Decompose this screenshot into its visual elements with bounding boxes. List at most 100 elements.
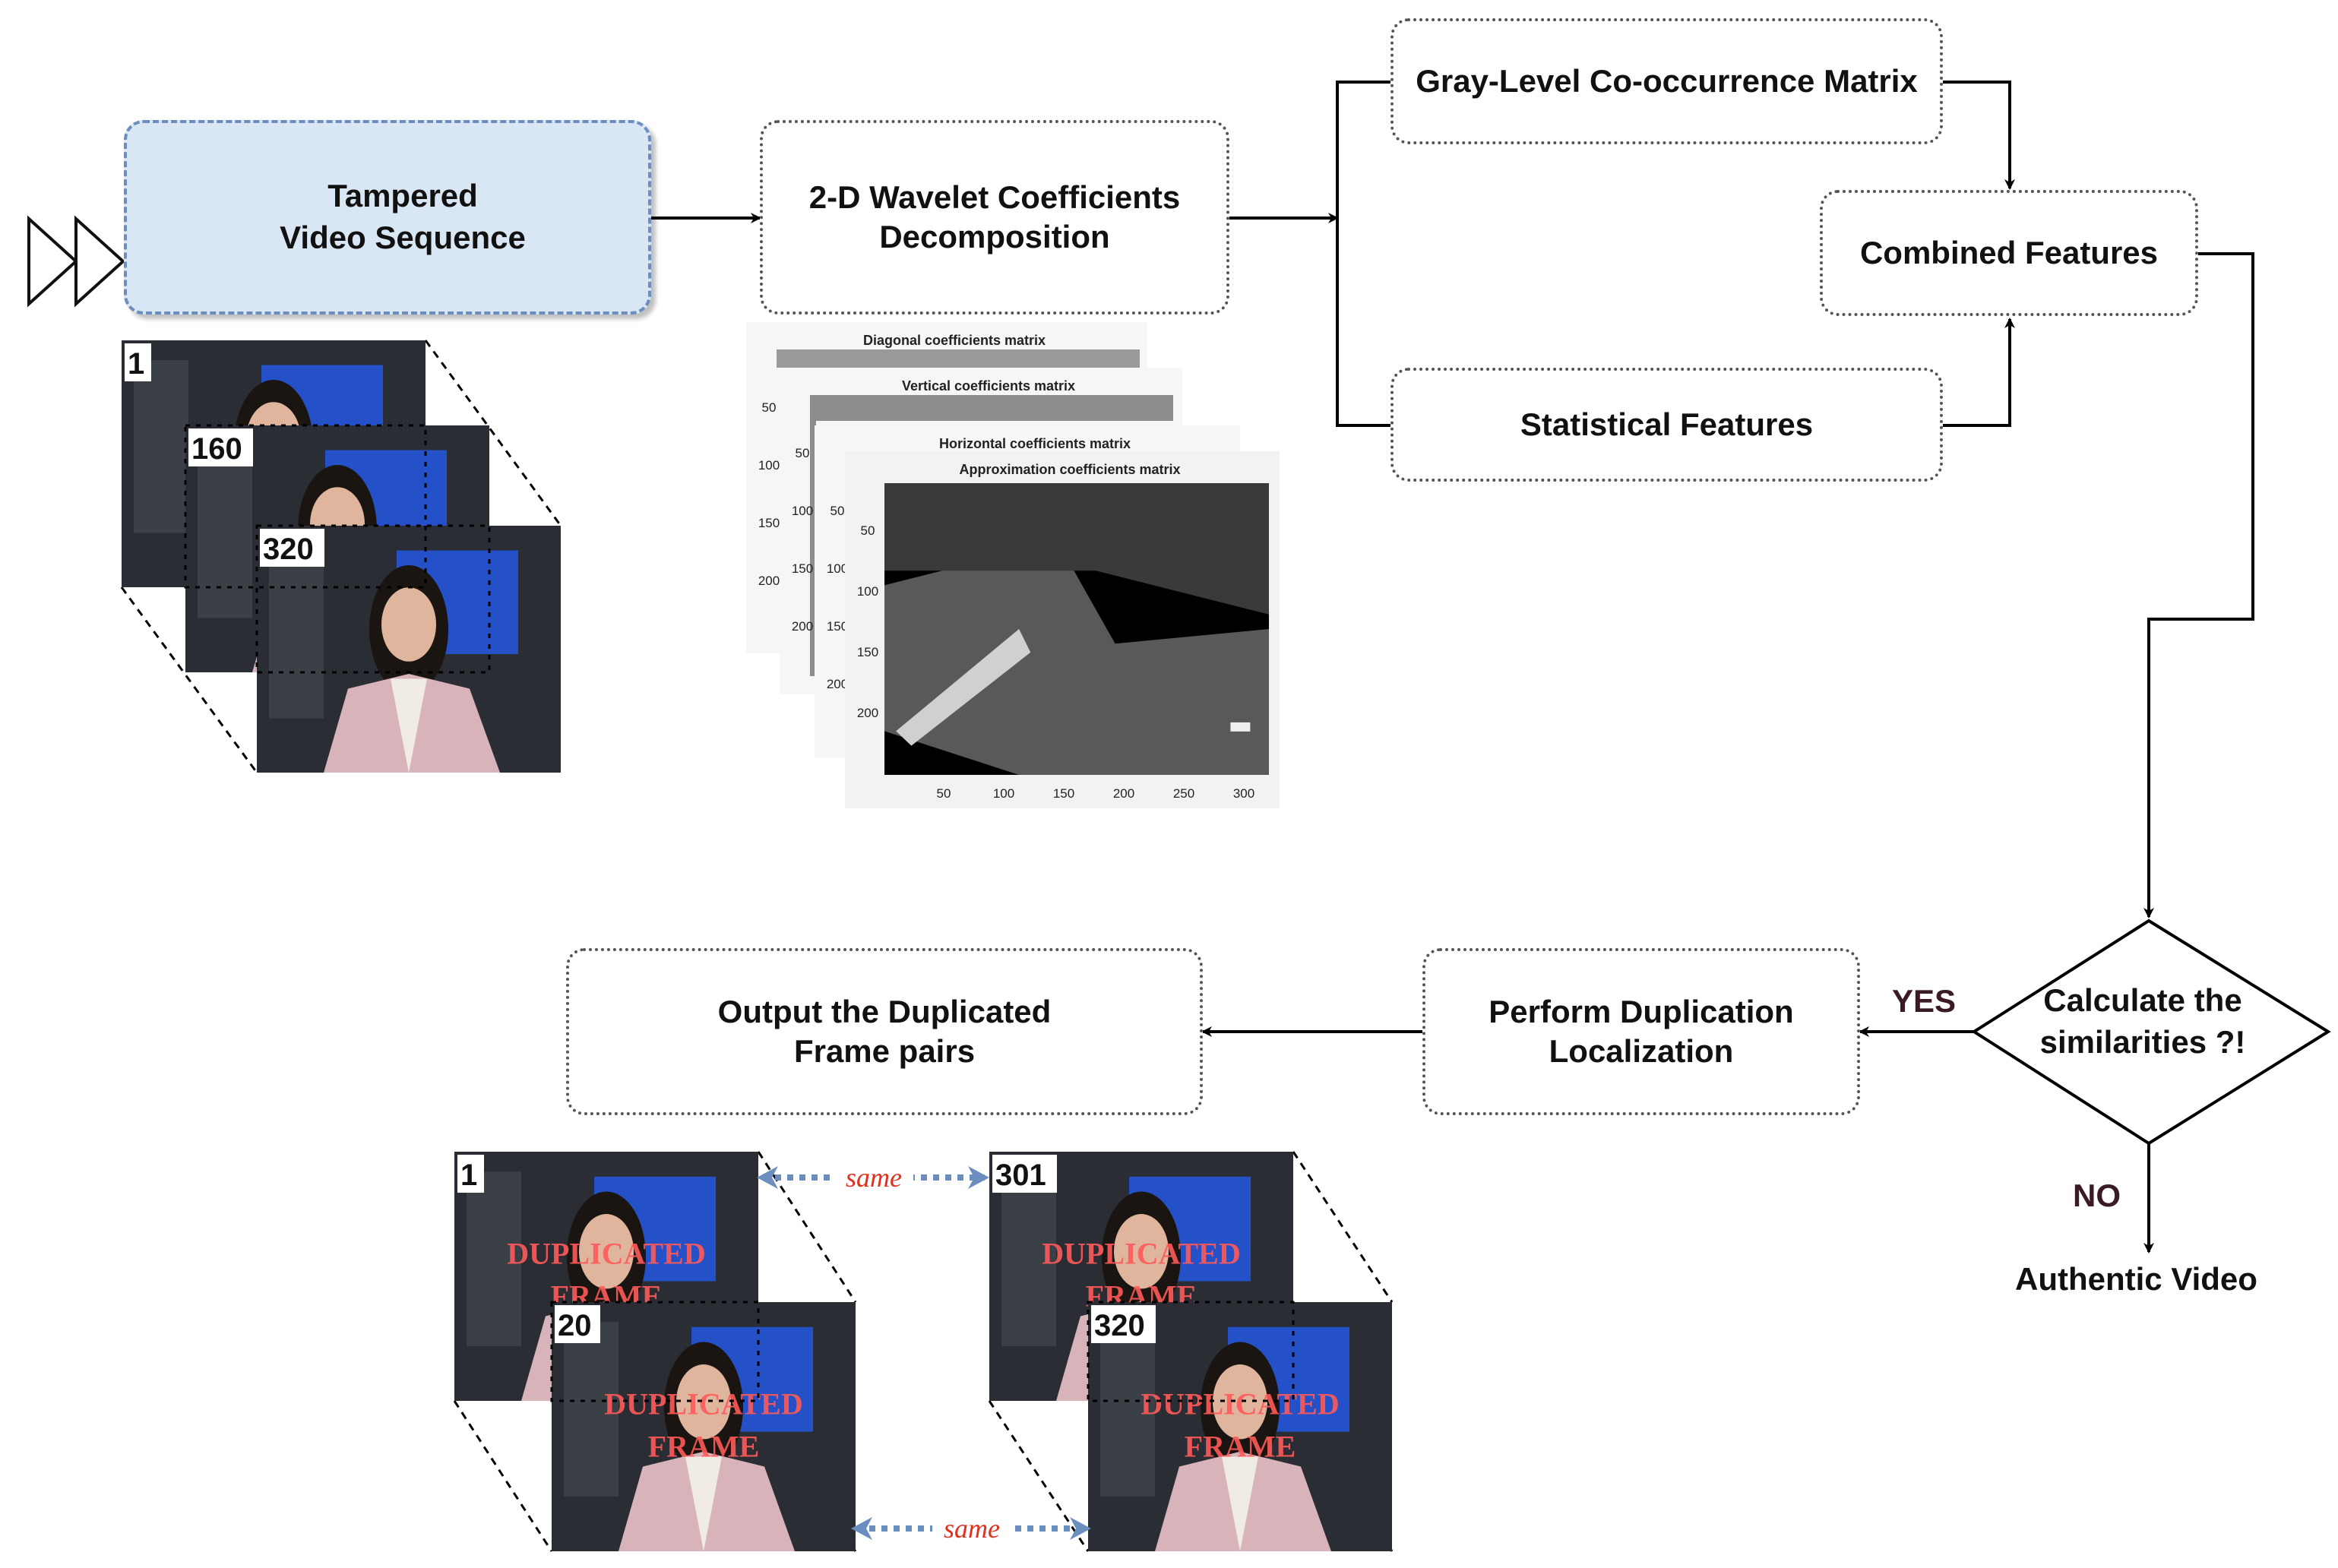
- same-label-bg: [932, 1509, 1011, 1544]
- approx-x-tick: 250: [1173, 786, 1194, 801]
- panel-y-tick: 200: [827, 677, 848, 691]
- statistical-label: Statistical Features: [1520, 406, 1814, 442]
- vert-matrix-edge: [810, 395, 816, 676]
- combined-label: Combined Features: [1859, 234, 2159, 270]
- panel-y-tick: 100: [792, 504, 813, 518]
- approx-region-mid: [884, 541, 1269, 775]
- stack-outline: [255, 524, 491, 674]
- frame-number-tag: [457, 1155, 484, 1193]
- wavelet-node: 2-D Wavelet Coefficients Decomposition: [760, 120, 1229, 315]
- edge-combined-similarity: [2143, 252, 2254, 918]
- studio-panel: [269, 545, 324, 719]
- approx-x-tick: 300: [1233, 786, 1254, 801]
- panel-y-tick: 150: [792, 561, 813, 576]
- input-frame-320: 320: [257, 526, 561, 773]
- vert-matrix-strip: [810, 395, 1173, 421]
- wavelet-label: 2-D Wavelet Coefficients Decomposition: [808, 179, 1181, 255]
- panel-title: Diagonal coefficients matrix: [863, 333, 1046, 348]
- localization-node: Perform Duplication Localization: [1422, 948, 1860, 1115]
- edge-split-glcm: [1336, 81, 1390, 218]
- stack-edge-bottom: [453, 1400, 553, 1552]
- yes-label: YES: [1892, 983, 1957, 1019]
- frame-number: 320: [263, 533, 314, 566]
- blouse: [1222, 1456, 1258, 1551]
- duplicated-overlay-line1: DUPLICATED: [604, 1387, 803, 1421]
- localization-label: Perform Duplication Localization: [1489, 993, 1794, 1070]
- frame-number: 1: [128, 347, 144, 381]
- blouse: [685, 1456, 722, 1551]
- tampered-video-node: Tampered Video Sequence: [124, 120, 651, 315]
- double-chevron-icon: [27, 215, 125, 308]
- panel-y-tick: 50: [830, 504, 845, 518]
- duplicated-overlay-line1: DUPLICATED: [1042, 1237, 1241, 1271]
- edge-glcm-combined: [1943, 81, 2015, 190]
- frame-number-tag: [555, 1305, 600, 1343]
- dup-pair-b-frame-320: DUPLICATED FRAME 320: [1088, 1302, 1392, 1551]
- stack-edge-top: [1292, 1151, 1394, 1303]
- glcm-node: Gray-Level Co-occurrence Matrix: [1390, 18, 1943, 144]
- same-connector-top: same: [757, 1158, 989, 1193]
- panel-y-tick: 50: [861, 523, 875, 538]
- frame-number-tag: [992, 1155, 1057, 1193]
- input-stack-outlines: [184, 424, 491, 674]
- panel-y-tick: 200: [792, 619, 813, 634]
- duplicated-overlay-line1: DUPLICATED: [1141, 1387, 1340, 1421]
- diag-matrix-strip: [777, 349, 1140, 368]
- dup-pair-b-stack-outlines: [1087, 1301, 1295, 1402]
- studio-panel: [467, 1171, 521, 1346]
- stack-outline: [1087, 1301, 1295, 1402]
- approx-region-dark: [884, 483, 1269, 615]
- frame-number-tag: [1091, 1305, 1156, 1343]
- face: [381, 587, 436, 662]
- frame-number-tag: [125, 343, 151, 381]
- frame-number: 160: [191, 432, 242, 466]
- dup-pair-a-stack-outlines: [550, 1301, 760, 1402]
- face: [676, 1364, 731, 1440]
- panel-y-tick: 150: [857, 645, 878, 659]
- frame-number: 320: [1094, 1309, 1145, 1342]
- panel-title: Vertical coefficients matrix: [902, 378, 1075, 394]
- studio-panel: [1100, 1322, 1155, 1497]
- combined-node: Combined Features: [1820, 190, 2198, 316]
- wavelet-panel-approx: Approximation coefficients matrix 50 100 15…: [845, 451, 1280, 808]
- stack-outline: [550, 1301, 760, 1402]
- studio-panel: [134, 360, 188, 533]
- panel-y-tick: 100: [857, 584, 878, 599]
- edge-statistical-combined: [1943, 318, 2015, 427]
- stack-outline: [184, 424, 427, 589]
- tampered-video-label: Tampered Video Sequence: [280, 178, 526, 255]
- panel-y-tick: 100: [827, 561, 848, 576]
- frame-number: 301: [995, 1159, 1046, 1192]
- studio-panel: [564, 1322, 619, 1497]
- similarity-label: Calculate the similarities ?!: [2039, 982, 2246, 1060]
- frame-number: 1: [460, 1159, 477, 1192]
- stack-edge-top: [424, 340, 562, 526]
- studio-panel: [198, 445, 252, 618]
- frame-number-tag: [188, 428, 253, 466]
- decision-diamond: [1971, 918, 2331, 1146]
- approx-x-tick: 150: [1053, 786, 1074, 801]
- output-label: Output the Duplicated Frame pairs: [717, 993, 1052, 1070]
- authentic-video-label: Authentic Video: [2015, 1261, 2257, 1297]
- no-label: NO: [2073, 1178, 2121, 1213]
- panel-title: Horizontal coefficients matrix: [939, 436, 1131, 451]
- statistical-node: Statistical Features: [1390, 368, 1943, 482]
- same-label-bg: [834, 1158, 913, 1193]
- approx-region-spot: [1230, 722, 1251, 732]
- edge-split-statistical: [1336, 218, 1390, 427]
- same-connector-bottom: same: [851, 1509, 1091, 1544]
- panel-y-tick: 150: [758, 516, 780, 530]
- approx-region-bright: [896, 629, 1031, 746]
- duplicated-overlay-line2: FRAME: [648, 1429, 760, 1463]
- face: [579, 1214, 634, 1289]
- blouse: [391, 678, 427, 773]
- approx-x-tick: 100: [993, 786, 1014, 801]
- same-label: same: [944, 1513, 1000, 1544]
- panel-y-tick: 50: [796, 446, 810, 460]
- panel-title: Approximation coefficients matrix: [959, 462, 1180, 477]
- duplicated-overlay-line1: DUPLICATED: [507, 1237, 706, 1271]
- panel-y-tick: 100: [758, 458, 780, 473]
- duplicated-overlay-line2: FRAME: [1185, 1429, 1296, 1463]
- panel-y-tick: 150: [827, 619, 848, 634]
